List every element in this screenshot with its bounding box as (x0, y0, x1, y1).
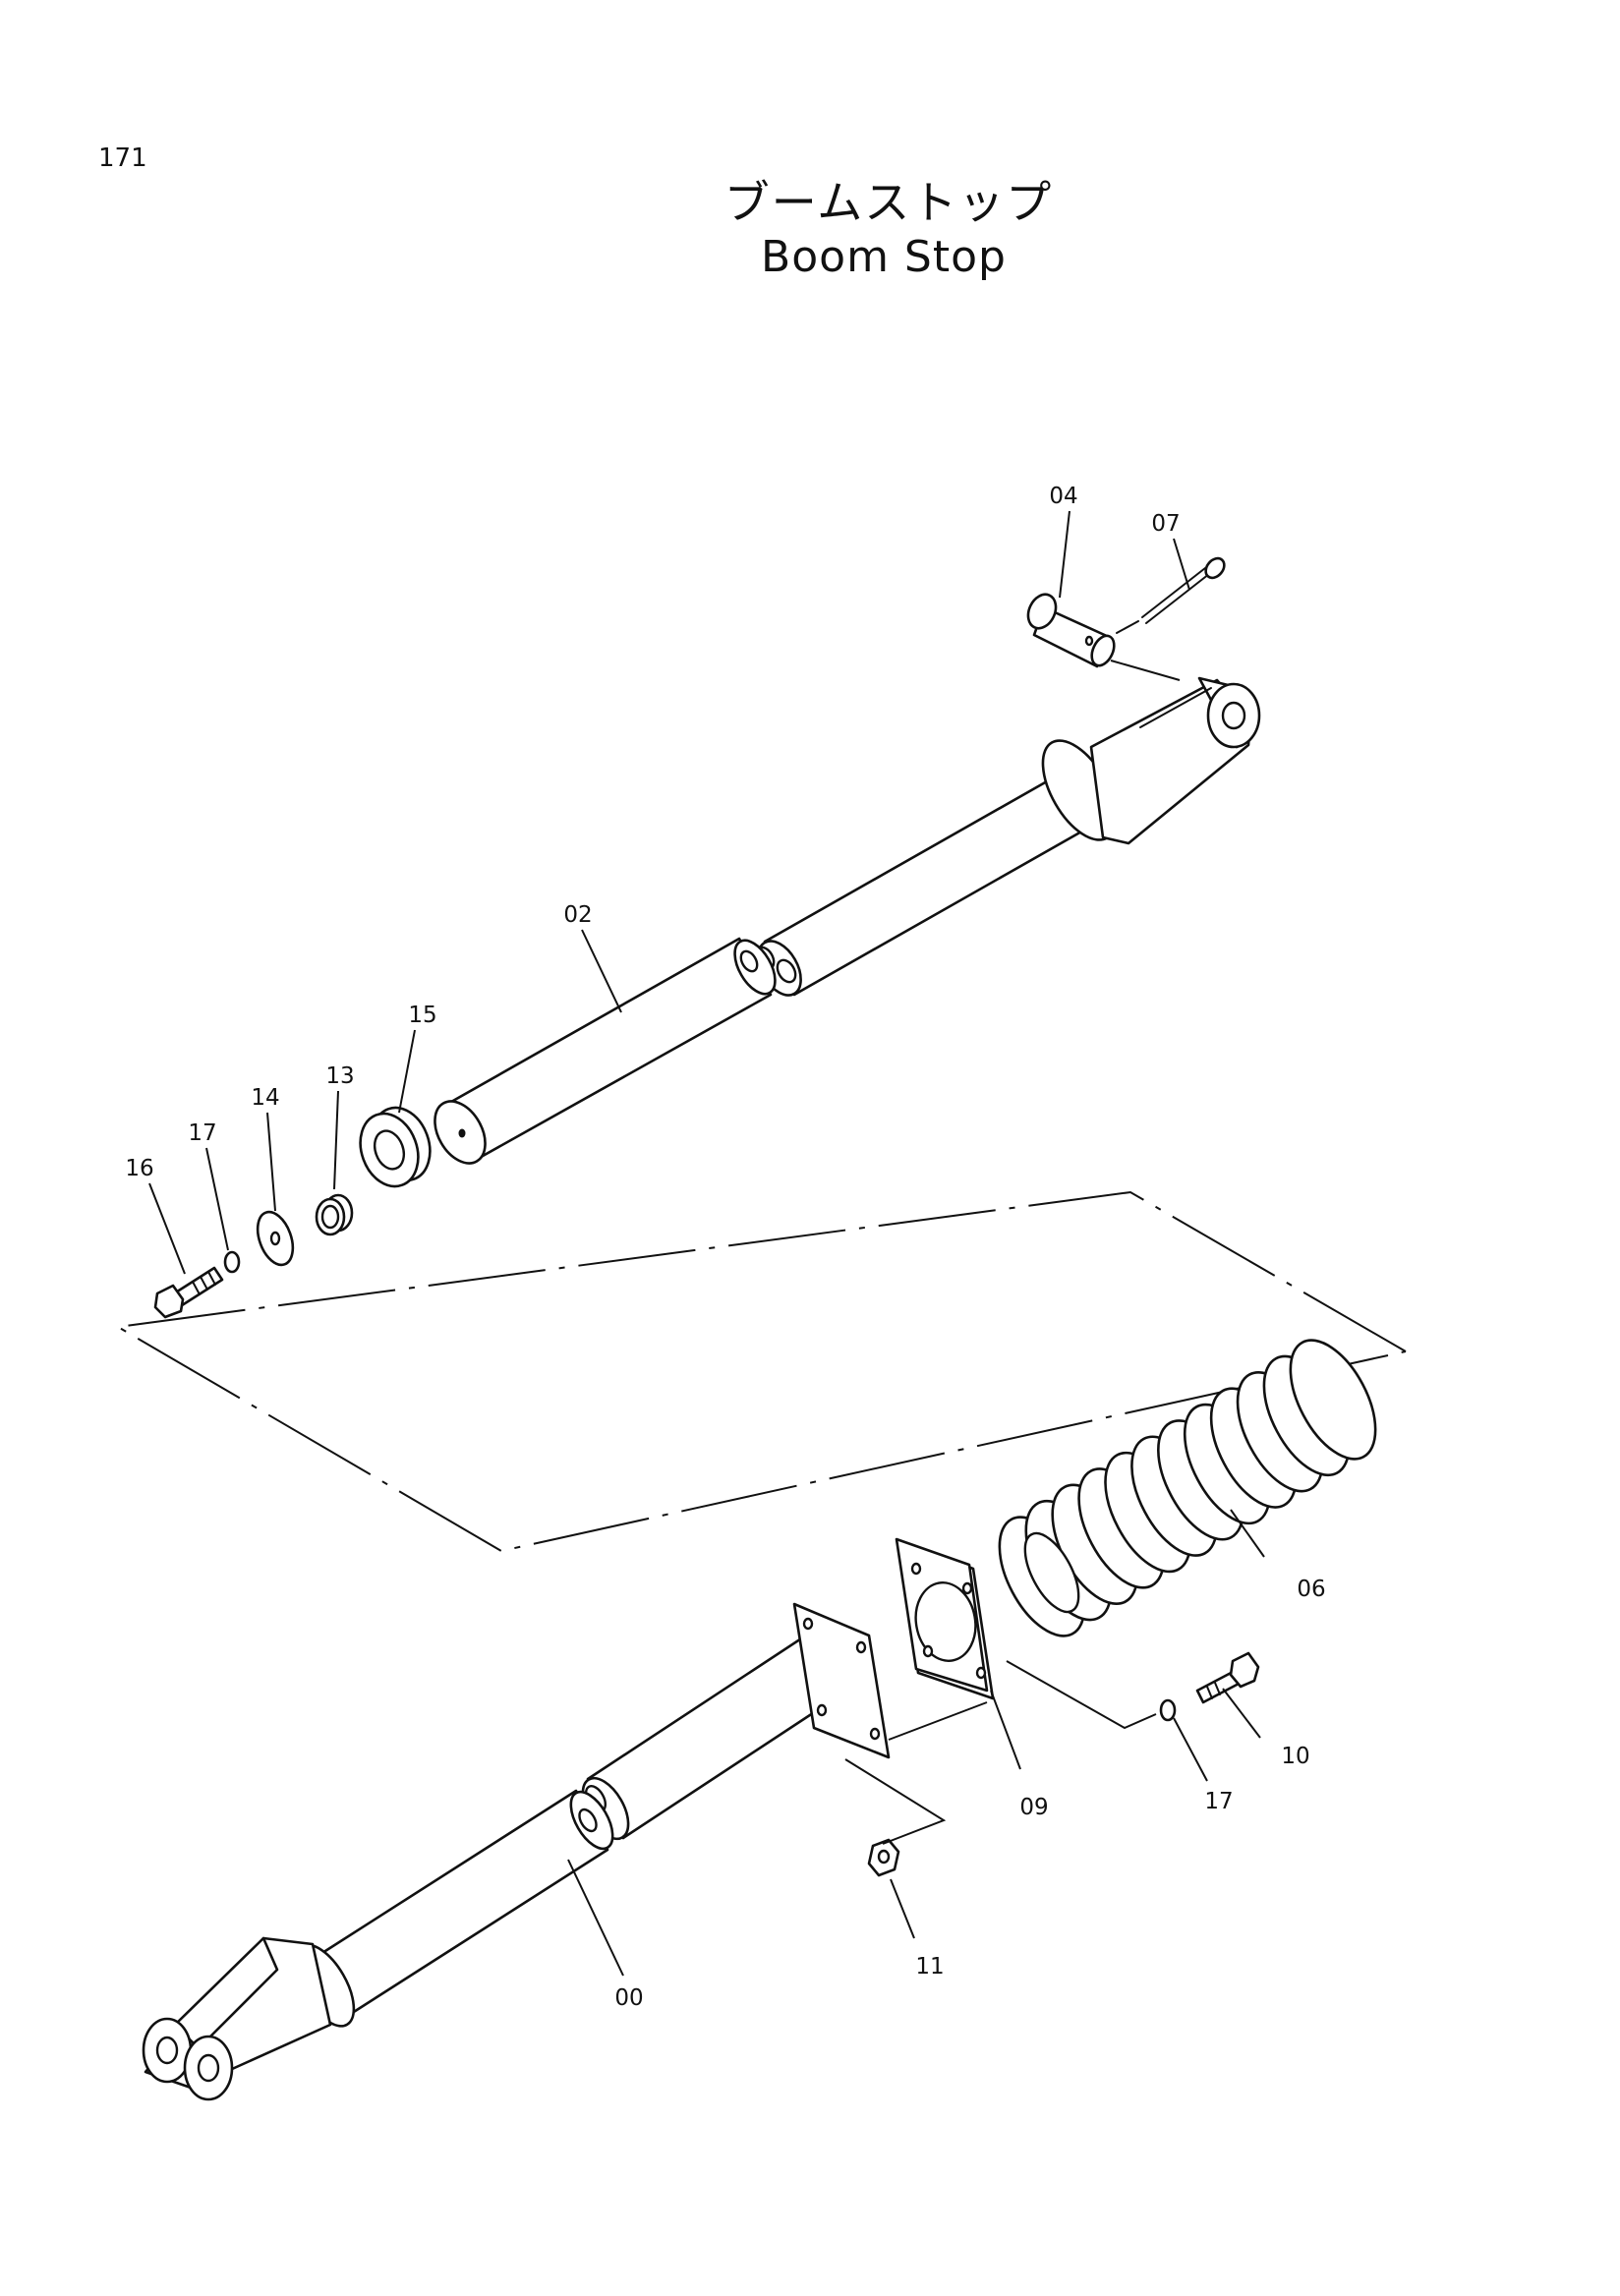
spacer-15 (359, 1106, 432, 1188)
washer-14 (256, 1210, 295, 1267)
spring-04 (998, 1339, 1377, 1637)
callout-17-lower: 17 (1204, 1789, 1233, 1814)
page-title-japanese: ブームストップ (723, 176, 1054, 229)
callout-02: 02 (563, 902, 592, 928)
assembly-phantom-line (114, 1190, 1407, 1553)
callout-leaders (148, 510, 1265, 1977)
cotter-pin-07 (1116, 556, 1226, 634)
nut-11 (867, 1838, 900, 1877)
nut-assembly-line (844, 1758, 947, 1845)
callout-07: 07 (1151, 511, 1180, 537)
flange-join-line (888, 1701, 988, 1741)
page-title-english: Boom Stop (761, 232, 1007, 282)
callout-11: 11 (915, 1954, 944, 1980)
callout-labels: 04 07 02 15 13 14 17 16 06 10 09 17 11 0… (125, 484, 1325, 2011)
rod-02 (434, 676, 1261, 1165)
callout-09: 09 (1019, 1795, 1048, 1820)
pin-06 (1026, 593, 1116, 668)
callout-16: 16 (125, 1156, 153, 1181)
page-number: 171 (98, 144, 147, 173)
body-00 (142, 1602, 891, 2101)
lock-washer-17-lower (1159, 1698, 1177, 1722)
plate-09 (895, 1537, 995, 1700)
spring-coil (1289, 1339, 1377, 1461)
bolt-16 (153, 1266, 224, 1319)
callout-06: 04 (1049, 484, 1077, 509)
callout-10: 10 (1281, 1744, 1309, 1769)
callout-00: 00 (614, 1985, 643, 2011)
pin-assembly-line (1110, 660, 1181, 681)
bolt-10 (1195, 1651, 1260, 1704)
callout-13: 13 (325, 1063, 354, 1089)
bolt-assembly-line (1006, 1660, 1157, 1730)
callout-17-upper: 17 (188, 1120, 216, 1146)
bushing-13 (315, 1193, 354, 1236)
callout-04: 06 (1297, 1577, 1325, 1602)
spring-bore (1023, 1531, 1080, 1614)
lock-washer-17-upper (223, 1250, 241, 1274)
callout-14: 14 (251, 1085, 279, 1111)
callout-15: 15 (408, 1003, 436, 1028)
